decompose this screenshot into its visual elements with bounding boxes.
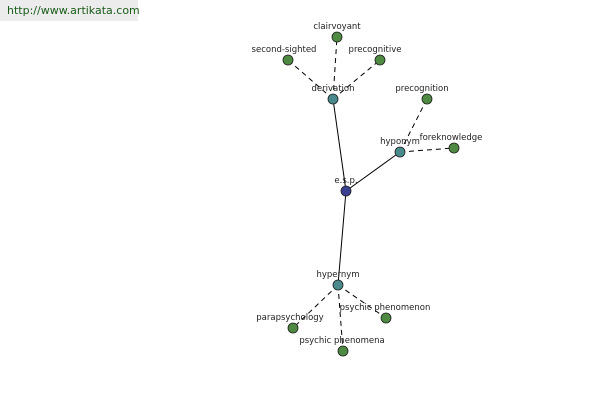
node-clairvoyant[interactable] <box>331 31 343 43</box>
node-label-esp[interactable]: e.s.p. <box>334 176 357 186</box>
node-label-second-sighted[interactable]: second-sighted <box>252 45 317 55</box>
graph-nodes <box>282 31 460 357</box>
node-psychic-phenomena[interactable] <box>337 345 349 357</box>
node-label-parapsychology[interactable]: parapsychology <box>256 313 323 323</box>
edge-derivation-second-sighted <box>287 59 334 100</box>
node-label-precognition[interactable]: precognition <box>395 84 448 94</box>
node-esp[interactable] <box>340 185 352 197</box>
graph-labels: e.s.p. derivation hyponym hypernym clairvoya… <box>252 22 483 346</box>
node-label-foreknowledge[interactable]: foreknowledge <box>420 133 483 143</box>
node-foreknowledge[interactable] <box>448 142 460 154</box>
node-label-hypernym[interactable]: hypernym <box>316 270 359 280</box>
node-label-clairvoyant[interactable]: clairvoyant <box>313 22 361 32</box>
edge-hypernym-psychic-phenomena <box>337 284 344 352</box>
edge-esp-hypernym <box>337 190 347 286</box>
node-label-psychic-phenomenon[interactable]: psychic phenomenon <box>340 303 431 313</box>
edge-hyponym-foreknowledge <box>399 147 455 153</box>
node-parapsychology[interactable] <box>287 322 299 334</box>
node-psychic-phenomenon[interactable] <box>380 312 392 324</box>
node-precognition[interactable] <box>421 93 433 105</box>
edge-derivation-clairvoyant <box>332 36 338 100</box>
node-hyponym[interactable] <box>394 146 406 158</box>
edge-hyponym-precognition <box>399 98 428 153</box>
watermark-url: http://www.artikata.com <box>0 0 140 21</box>
node-label-derivation[interactable]: derivation <box>311 84 354 94</box>
node-label-psychic-phenomena[interactable]: psychic phenomena <box>299 336 384 346</box>
node-precognitive[interactable] <box>374 54 386 66</box>
node-hypernym[interactable] <box>332 279 344 291</box>
graph-edges <box>287 36 455 352</box>
node-label-hyponym[interactable]: hyponym <box>380 137 420 147</box>
edge-esp-hyponym <box>345 151 401 192</box>
edge-hypernym-psychic-phenomenon <box>337 284 387 319</box>
node-derivation[interactable] <box>327 93 339 105</box>
node-label-precognitive[interactable]: precognitive <box>349 45 402 55</box>
edge-esp-derivation <box>332 98 347 192</box>
edge-hypernym-parapsychology <box>292 284 339 329</box>
edge-derivation-precognitive <box>332 59 381 100</box>
node-second-sighted[interactable] <box>282 54 294 66</box>
